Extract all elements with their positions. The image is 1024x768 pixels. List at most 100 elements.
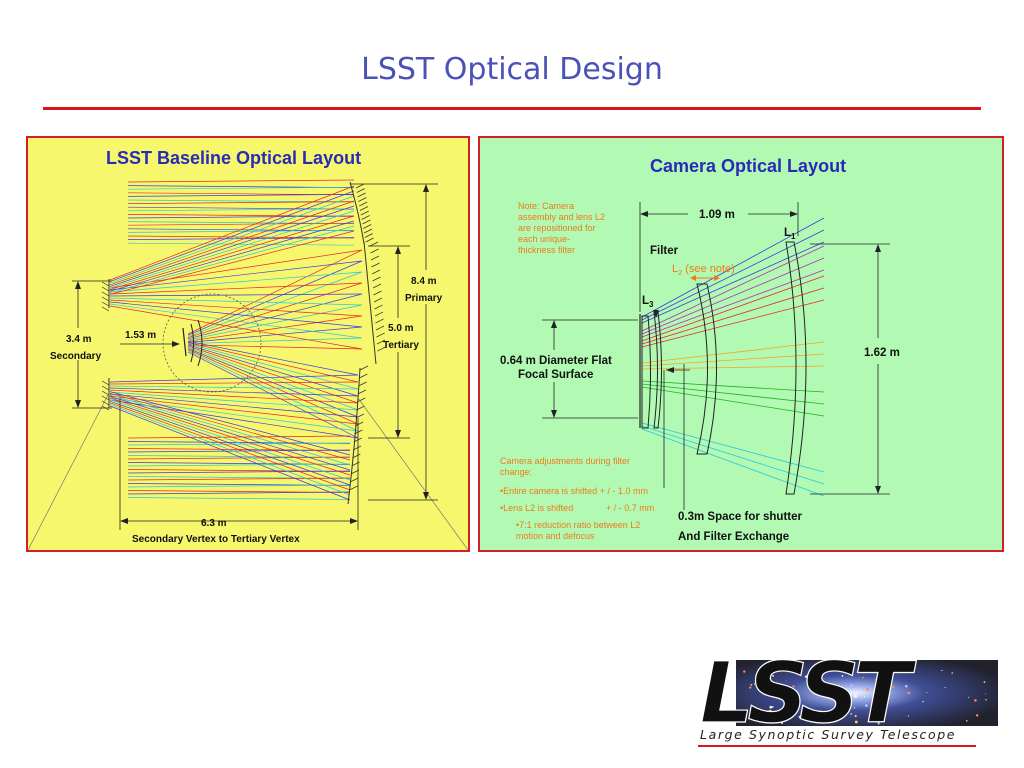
logo-star	[806, 720, 808, 722]
logo-star	[798, 715, 801, 718]
logo-star	[767, 688, 771, 691]
camera-layout-diagram: Camera Optical Layout Note: Camera assem…	[500, 156, 900, 543]
mirror-hatch-tick	[371, 262, 380, 268]
logo-star	[860, 687, 862, 689]
camera-length-dimension	[120, 341, 180, 347]
l3-label: L3	[642, 295, 654, 309]
light-ray	[109, 305, 363, 350]
logo-star	[806, 708, 810, 711]
logo-star	[815, 717, 818, 720]
mirror-hatch-tick	[372, 276, 381, 282]
light-ray	[127, 242, 355, 246]
mirror-hatch-tick	[370, 255, 380, 261]
logo-star	[850, 684, 853, 687]
light-ray	[109, 402, 351, 491]
light-ray	[187, 346, 359, 411]
lens-l3	[641, 315, 651, 429]
logo-star	[873, 687, 875, 689]
light-ray	[187, 345, 359, 404]
light-ray	[127, 435, 351, 439]
light-ray	[109, 225, 355, 294]
logo-star	[889, 686, 891, 689]
secondary-dimension	[72, 280, 112, 409]
adjust-line-1: Camera adjustments during filter	[500, 456, 630, 466]
light-ray	[641, 422, 825, 473]
light-ray	[641, 299, 825, 348]
light-ray	[127, 497, 351, 500]
light-ray	[109, 397, 359, 432]
adjust-item-3-line-1: •7:1 reduction ratio between L2	[516, 520, 640, 530]
mirror-hatch-tick	[375, 325, 385, 331]
light-ray	[127, 491, 351, 495]
logo-star	[854, 715, 857, 718]
logo-star	[910, 670, 913, 673]
focal-surface-line-2: Focal Surface	[518, 369, 593, 381]
mirror-hatch-tick	[354, 421, 364, 427]
logo-stars	[743, 662, 987, 725]
primary-dimension	[350, 183, 438, 501]
mirror-hatch-tick	[101, 400, 110, 406]
mirror-hatch-tick	[369, 241, 379, 247]
l1-label: L1	[784, 227, 796, 241]
logo-starfield	[736, 660, 998, 726]
mirror-hatch-tick	[352, 453, 361, 459]
l3-pointer-arrow	[653, 310, 659, 318]
mirror-hatch-tick	[101, 286, 110, 292]
light-ray	[109, 385, 359, 390]
light-ray	[109, 190, 355, 282]
vertex-dimension	[119, 398, 359, 530]
light-ray	[109, 391, 351, 456]
secondary-dim-label: 3.4 m	[66, 334, 92, 345]
light-ray	[109, 260, 363, 291]
mirror-hatch-tick	[358, 381, 367, 387]
mirror-hatch-tick	[357, 389, 367, 395]
camera-dim-label: 1.53 m	[125, 330, 156, 341]
logo-star	[985, 699, 987, 701]
adjust-item-2b: + / - 0.7 mm	[606, 503, 654, 513]
light-ray	[109, 220, 355, 292]
light-ray	[127, 208, 355, 212]
logo-star	[854, 694, 858, 698]
light-ray	[109, 205, 355, 287]
light-ray	[109, 297, 363, 306]
light-ray	[641, 365, 825, 370]
light-ray	[187, 271, 363, 337]
filter-label: Filter	[650, 245, 679, 257]
light-ray	[109, 400, 351, 486]
logo-star	[862, 676, 864, 679]
camera-lens-l2	[190, 323, 194, 363]
light-ray	[109, 381, 359, 385]
mirror-hatch-tick	[101, 385, 110, 391]
light-ray	[187, 350, 359, 432]
slide-title: LSST Optical Design	[361, 52, 663, 87]
mirror-hatch-tick	[375, 318, 384, 324]
adjust-line-2: change:	[500, 467, 532, 477]
mirror-hatch-tick	[101, 390, 110, 396]
mirror-hatch-tick	[372, 283, 382, 289]
mirror-hatch-tick	[373, 290, 382, 296]
light-ray	[187, 304, 363, 341]
logo-star	[968, 696, 970, 698]
length-dim-label: 1.09 m	[699, 209, 735, 221]
camera-ray-fan	[641, 217, 825, 497]
logo-star	[743, 670, 746, 673]
light-ray	[641, 275, 825, 342]
title-divider	[43, 107, 981, 110]
mirror-hatch-tick	[374, 304, 383, 310]
logo-star	[804, 675, 808, 678]
adjust-item-3-line-2: motion and defocus	[516, 531, 595, 541]
light-ray	[641, 245, 825, 332]
mirror-hatch-tick	[349, 485, 358, 491]
logo-star	[898, 666, 900, 669]
light-ray	[127, 222, 355, 226]
mirror-hatch-tick	[358, 197, 367, 202]
light-ray	[641, 428, 825, 497]
light-ray	[127, 477, 351, 481]
light-ray	[187, 344, 359, 397]
logo-star	[771, 705, 774, 708]
light-ray	[109, 399, 351, 481]
mirror-hatch-tick	[101, 306, 110, 312]
light-ray	[109, 374, 359, 383]
light-ray	[641, 257, 825, 335]
note-line-4: each unique-	[518, 234, 570, 244]
